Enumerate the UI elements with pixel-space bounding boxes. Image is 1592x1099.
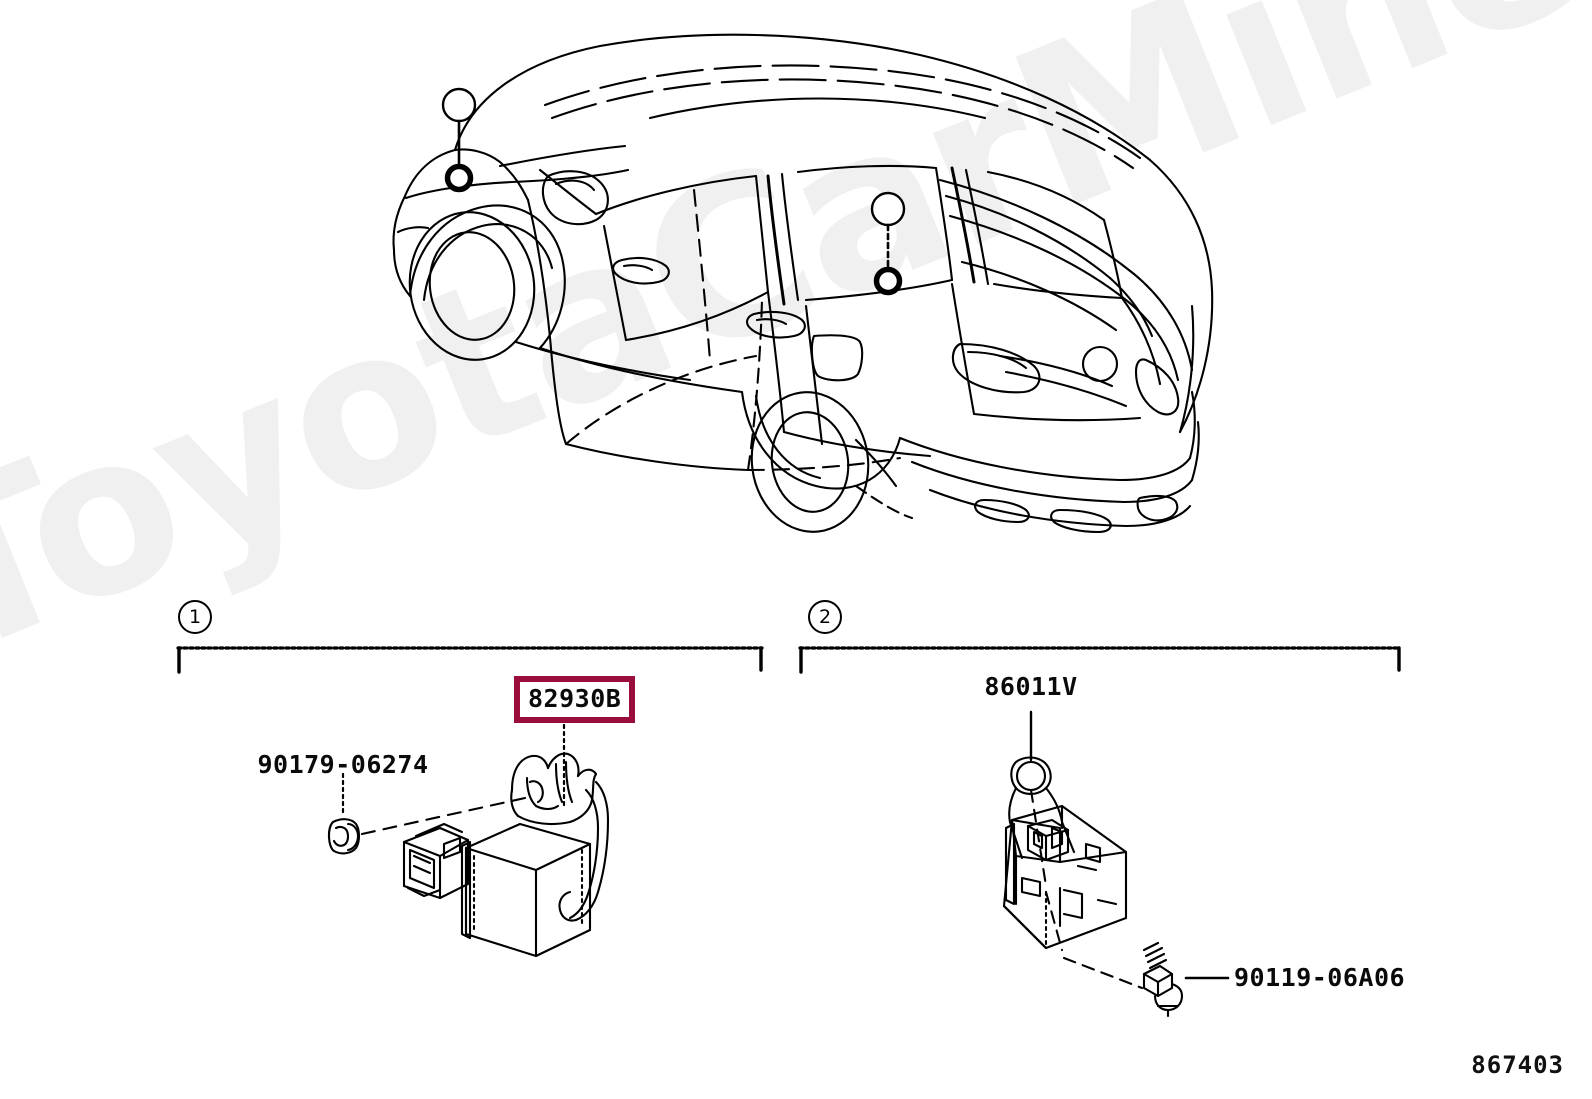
diagram-reference-number: 867403 xyxy=(1471,1051,1564,1079)
section-index-2-label: 2 xyxy=(818,605,832,628)
vehicle-callout-2 xyxy=(870,191,906,296)
part-number-86011v[interactable]: 86011V xyxy=(984,672,1078,701)
part-number-90119-06a06[interactable]: 90119-06A06 xyxy=(1234,963,1406,992)
section-index-1-label: 1 xyxy=(188,605,202,628)
section-index-1: 1 xyxy=(178,600,212,634)
part-86011v-antenna-assembly xyxy=(1002,710,1230,1018)
section-bracket-2 xyxy=(798,646,1402,674)
part-number-90179-06274[interactable]: 90179-06274 xyxy=(257,750,429,779)
vehicle-callout-1 xyxy=(441,87,477,193)
part-82930b-sensor-assembly xyxy=(327,716,610,958)
part-number-82930b-highlighted[interactable]: 82930B xyxy=(514,676,636,723)
section-bracket-1 xyxy=(176,646,764,674)
vehicle-body-outline xyxy=(392,33,1214,534)
section-index-2: 2 xyxy=(808,600,842,634)
